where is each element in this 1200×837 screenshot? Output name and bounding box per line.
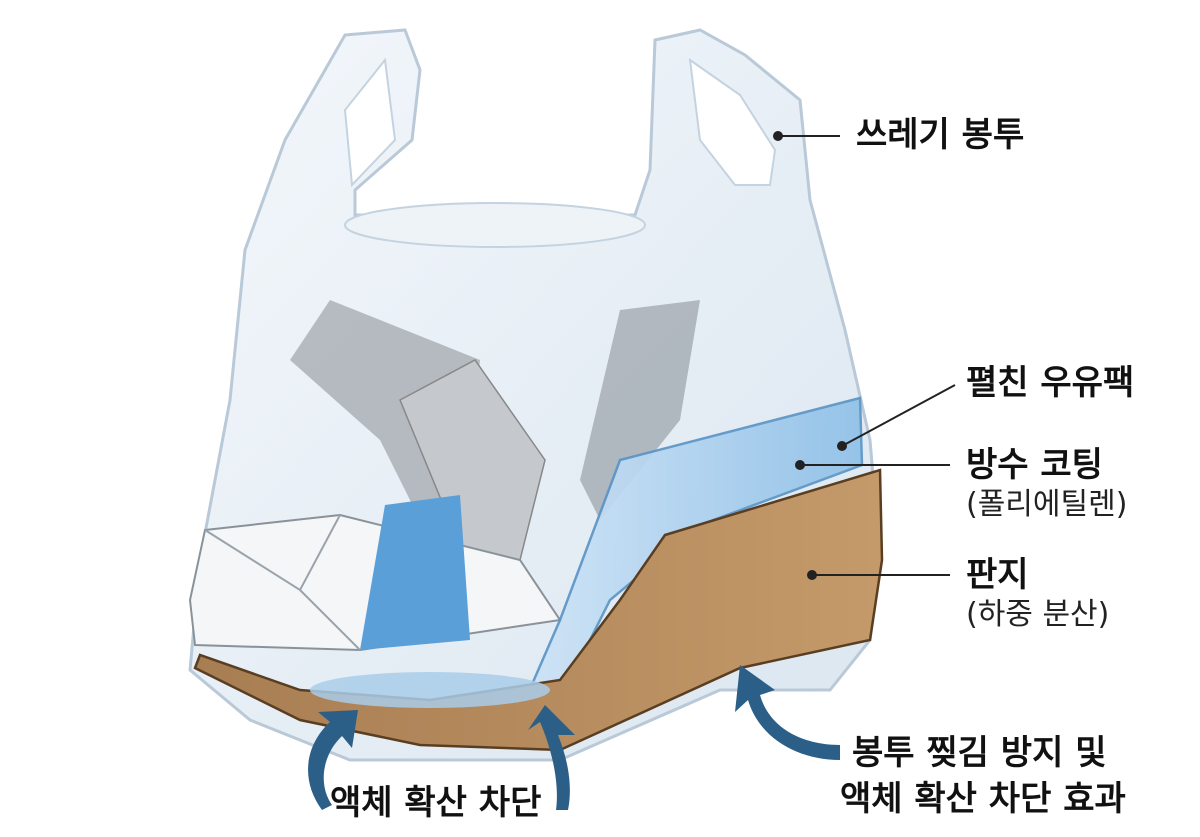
waste-piece [290, 300, 480, 560]
waste-piece-2 [580, 300, 700, 520]
label-liquid-block: 액체 확산 차단 [330, 783, 542, 823]
liquid-pool [310, 672, 550, 708]
label-waterproof-coating: 방수 코팅 [966, 445, 1103, 485]
label-effect-line2: 액체 확산 차단 효과 [840, 779, 1126, 819]
arrow-left [308, 710, 358, 810]
leader-lines [773, 131, 956, 580]
arrow-right [528, 705, 575, 810]
bag-handle-left [343, 57, 397, 188]
label-paperboard: 판지 [966, 555, 1029, 595]
label-trash-bag: 쓰레기 봉투 [856, 115, 1025, 155]
milk-carton-fold [204, 514, 361, 651]
label-effect-line1: 봉투 찢김 방지 및 [852, 733, 1107, 773]
label-waterproof-coating-note: (폴리에틸렌) [966, 487, 1128, 522]
milk-carton-blue-stripe [360, 495, 470, 650]
coating-sheet [517, 396, 864, 714]
label-milk-carton: 펼친 우유팩 [966, 363, 1135, 403]
bag-handle-right [688, 57, 777, 186]
bag-opening [344, 202, 646, 248]
arrows [308, 665, 840, 810]
label-paperboard-note: (하중 분산) [966, 597, 1110, 632]
arrow-effect [735, 665, 840, 760]
